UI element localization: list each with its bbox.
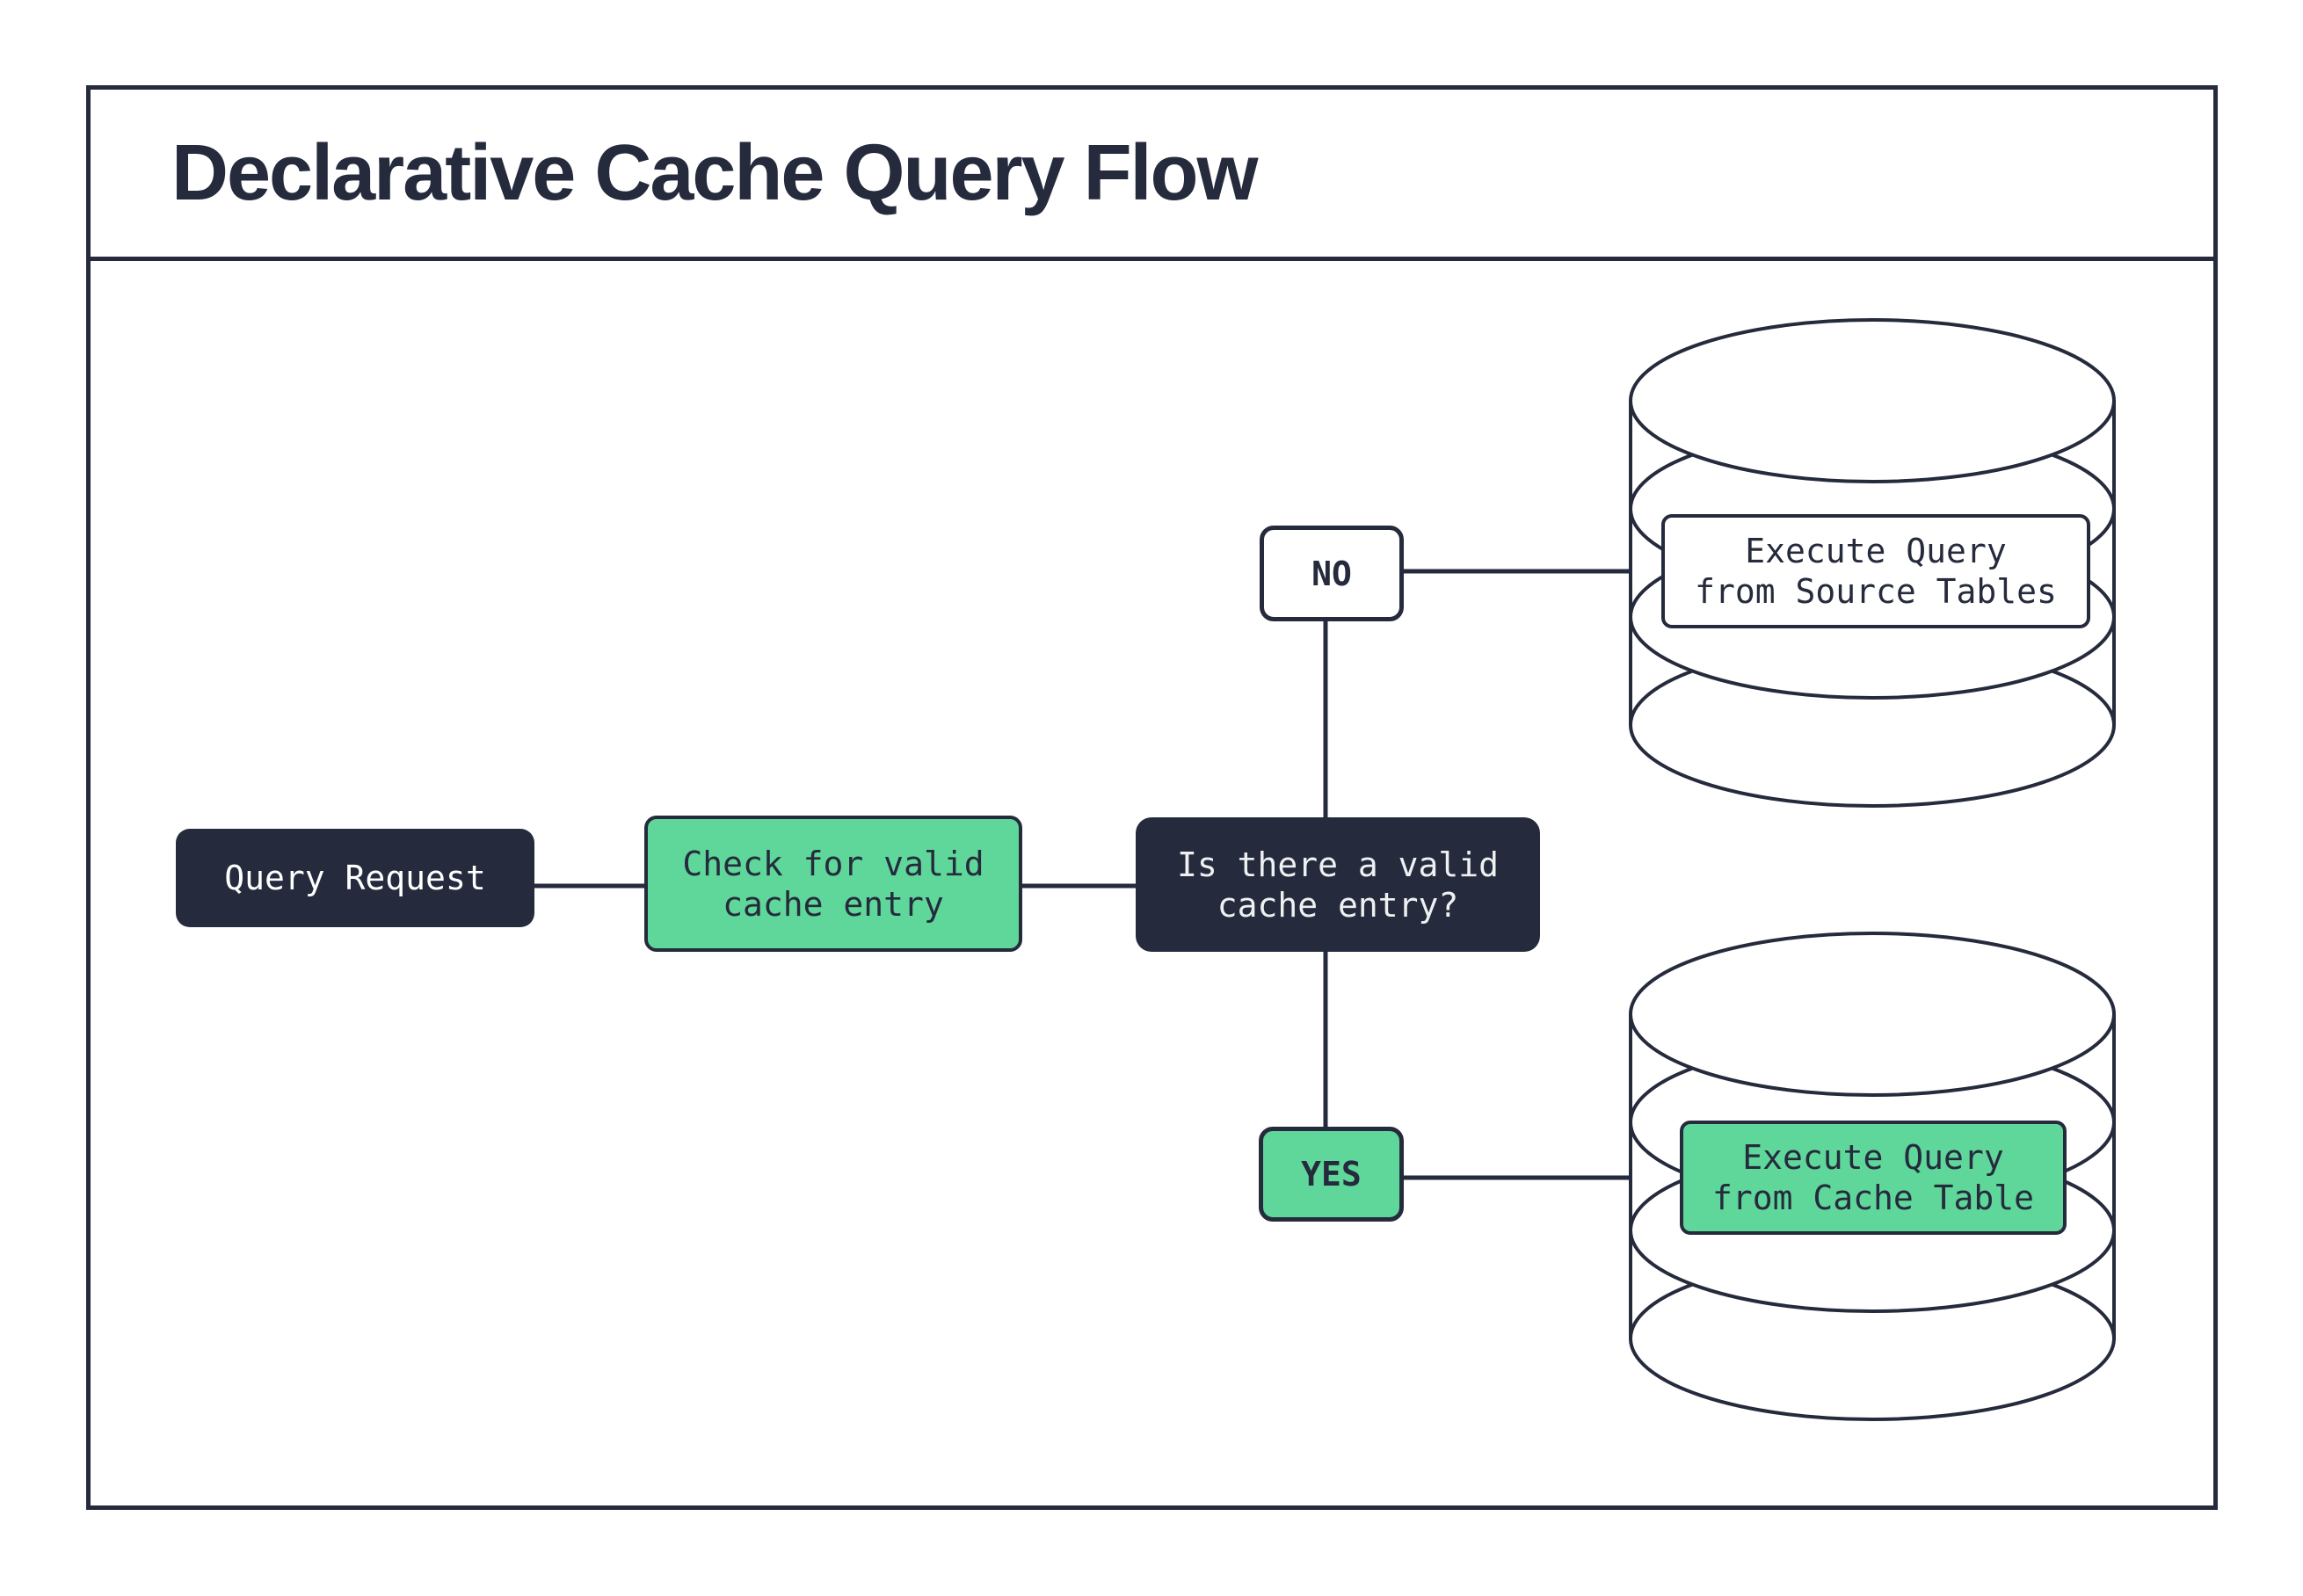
node-check-cache: Check for valid cache entry <box>644 816 1022 952</box>
node-execute-source-line1: Execute Query <box>1745 532 2007 570</box>
page-title: Declarative Cache Query Flow <box>171 128 1259 217</box>
node-execute-source: Execute Query from Source Tables <box>1661 514 2090 628</box>
node-query-request: Query Request <box>176 829 534 927</box>
node-execute-source-line2: from Source Tables <box>1695 572 2057 611</box>
node-decision-line2: cache entry? <box>1217 885 1459 925</box>
node-check-cache-line2: cache entry <box>723 884 944 924</box>
node-decision-line1: Is there a valid <box>1176 845 1500 884</box>
node-branch-no-label: NO <box>1311 554 1352 593</box>
node-branch-yes: YES <box>1259 1127 1404 1222</box>
diagram-header: Declarative Cache Query Flow <box>86 85 2218 261</box>
node-decision: Is there a valid cache entry? <box>1136 817 1540 952</box>
node-execute-cache-line2: from Cache Table <box>1711 1179 2035 1217</box>
node-branch-no: NO <box>1260 526 1404 621</box>
node-query-request-label: Query Request <box>224 859 486 897</box>
node-check-cache-line1: Check for valid <box>682 844 984 883</box>
node-execute-cache: Execute Query from Cache Table <box>1680 1121 2067 1235</box>
node-branch-yes-label: YES <box>1301 1155 1362 1193</box>
node-execute-cache-line1: Execute Query <box>1742 1138 2004 1177</box>
